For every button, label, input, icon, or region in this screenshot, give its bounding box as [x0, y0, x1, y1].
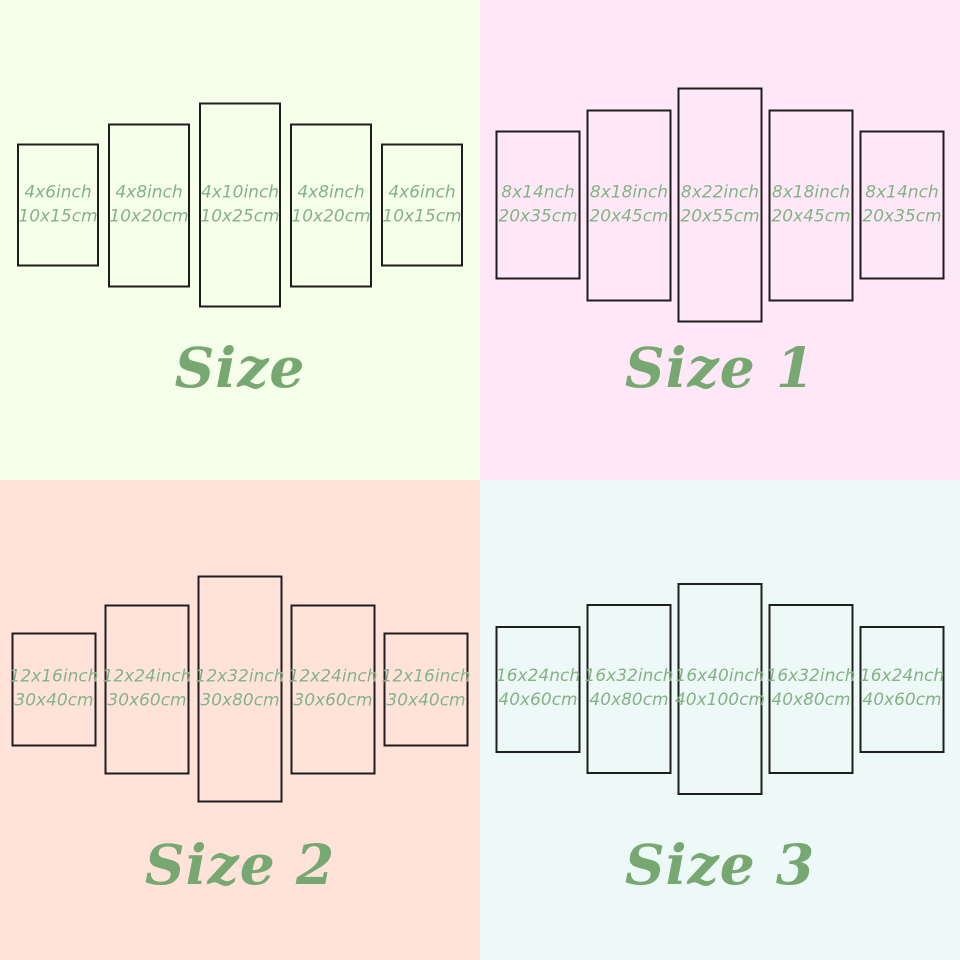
panel-group: 8x14nch 20x35cm 8x18inch 20x45cm 8x22inch 20x… — [495, 87, 945, 323]
quadrant-title: Size 3 — [624, 832, 816, 897]
panel-group: 4x6inch 10x15cm 4x8inch 10x20cm 4x10inch 10x2… — [17, 102, 463, 308]
size-panel: 4x8inch 10x20cm — [108, 123, 190, 287]
size-panel: 12x24inch 30x60cm — [102, 604, 192, 774]
size-panel: 12x16inch 30x40cm — [9, 632, 99, 746]
quadrant-size-2: 12x16inch 30x40cm 12x24inch 30x60cm 12x32inc… — [0, 480, 480, 960]
panel-group: 12x16inch 30x40cm 12x24inch 30x60cm 12x32inc… — [9, 575, 471, 803]
quadrant-title: Size 1 — [624, 335, 816, 400]
size-panel: 4x8inch 10x20cm — [290, 123, 372, 287]
size-panel: 16x40inch 40x100cm — [674, 583, 766, 795]
panel-size-inch-label: 16x40inch — [675, 666, 765, 687]
panel-size-cm-label: 40x80cm — [771, 690, 851, 710]
panel-size-inch-label: 16x24nch — [495, 666, 581, 687]
size-panel: 8x14nch 20x35cm — [859, 130, 945, 280]
quadrant-title: Size — [174, 335, 306, 400]
panel-size-cm-label: 30x60cm — [107, 690, 187, 710]
size-panel: 4x6inch 10x15cm — [381, 143, 463, 267]
panel-size-inch-label: 8x18inch — [589, 182, 669, 203]
panel-size-cm-label: 30x60cm — [293, 690, 373, 710]
size-panel: 12x24inch 30x60cm — [288, 604, 378, 774]
panel-size-inch-label: 12x24inch — [102, 666, 192, 687]
panel-size-inch-label: 16x32inch — [584, 666, 674, 687]
panel-size-inch-label: 12x24inch — [288, 666, 378, 687]
quadrant-size: 4x6inch 10x15cm 4x8inch 10x20cm 4x10inch 10x2… — [0, 0, 480, 480]
size-panel: 16x32inch 40x80cm — [584, 604, 674, 774]
panel-size-cm-label: 30x40cm — [14, 690, 94, 710]
size-panel: 8x22inch 20x55cm — [677, 87, 763, 323]
quadrant-size-1: 8x14nch 20x35cm 8x18inch 20x45cm 8x22inch 20x… — [480, 0, 960, 480]
size-panel: 8x14nch 20x35cm — [495, 130, 581, 280]
panel-size-inch-label: 12x16inch — [9, 666, 99, 687]
size-panel: 12x16inch 30x40cm — [381, 632, 471, 746]
panel-size-cm-label: 10x25cm — [200, 206, 280, 226]
size-panel: 16x24nch 40x60cm — [859, 625, 945, 753]
size-panel: 8x18inch 20x45cm — [768, 109, 854, 301]
panel-size-cm-label: 20x45cm — [771, 206, 851, 226]
panel-size-inch-label: 8x22inch — [680, 182, 760, 203]
panel-size-cm-label: 20x35cm — [498, 206, 578, 226]
size-panel: 8x18inch 20x45cm — [586, 109, 672, 301]
panel-size-cm-label: 10x20cm — [291, 206, 371, 226]
panel-size-cm-label: 30x80cm — [200, 690, 280, 710]
panel-size-inch-label: 4x6inch — [388, 182, 456, 203]
panel-size-cm-label: 10x20cm — [109, 206, 189, 226]
size-panel: 12x32inch 30x80cm — [195, 575, 285, 803]
panel-size-cm-label: 40x60cm — [498, 690, 578, 710]
size-panel: 4x6inch 10x15cm — [17, 143, 99, 267]
panel-size-cm-label: 30x40cm — [386, 690, 466, 710]
panel-size-inch-label: 8x18inch — [771, 182, 851, 203]
panel-size-cm-label: 40x80cm — [589, 690, 669, 710]
panel-size-cm-label: 10x15cm — [18, 206, 98, 226]
panel-size-inch-label: 16x32inch — [766, 666, 856, 687]
panel-size-inch-label: 4x6inch — [24, 182, 92, 203]
panel-size-cm-label: 20x55cm — [680, 206, 760, 226]
panel-size-inch-label: 16x24nch — [859, 666, 945, 687]
panel-size-inch-label: 4x10inch — [200, 182, 280, 203]
quadrant-title: Size 2 — [144, 832, 336, 897]
size-panel: 16x32inch 40x80cm — [766, 604, 856, 774]
panel-size-cm-label: 20x45cm — [589, 206, 669, 226]
size-panel: 16x24nch 40x60cm — [495, 625, 581, 753]
panel-size-inch-label: 4x8inch — [297, 182, 365, 203]
panel-size-cm-label: 10x15cm — [382, 206, 462, 226]
panel-size-inch-label: 8x14nch — [501, 182, 575, 203]
size-panel: 4x10inch 10x25cm — [199, 102, 281, 308]
panel-size-inch-label: 12x32inch — [195, 666, 285, 687]
panel-size-inch-label: 8x14nch — [865, 182, 939, 203]
panel-size-cm-label: 40x100cm — [674, 690, 766, 710]
panel-size-inch-label: 12x16inch — [381, 666, 471, 687]
panel-size-cm-label: 40x60cm — [862, 690, 942, 710]
panel-size-cm-label: 20x35cm — [862, 206, 942, 226]
panel-size-inch-label: 4x8inch — [115, 182, 183, 203]
